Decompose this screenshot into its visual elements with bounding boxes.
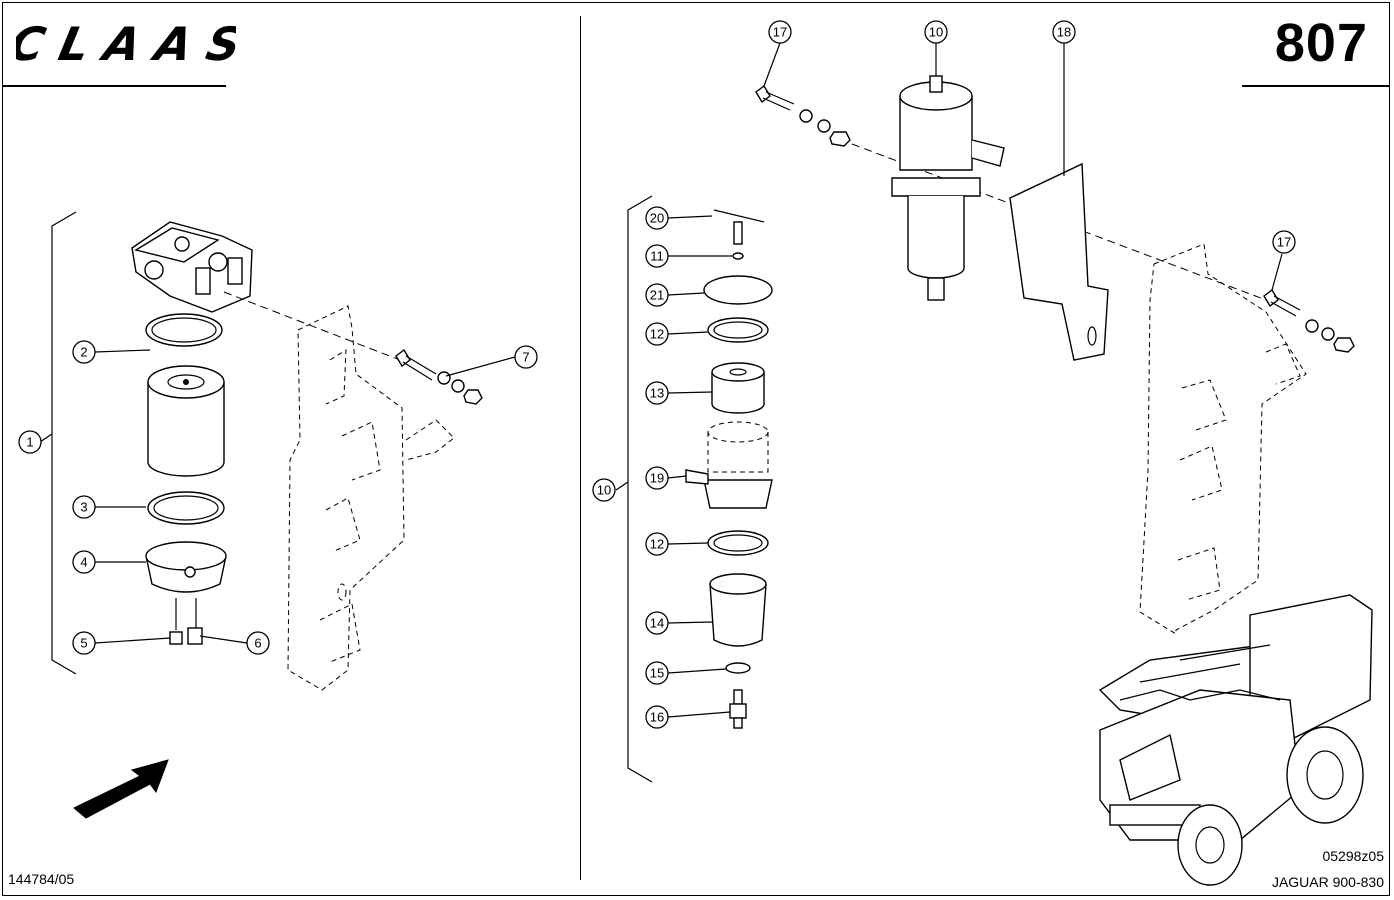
- svg-text:20: 20: [650, 211, 664, 226]
- direction-arrow: [73, 759, 169, 819]
- svg-text:18: 18: [1057, 25, 1071, 40]
- drawing-reference-left: 144784/05: [8, 871, 75, 887]
- callout-5: 5: [72, 631, 171, 655]
- svg-text:17: 17: [773, 25, 787, 40]
- center-divider: [580, 16, 581, 880]
- sheet-number: 807: [1274, 13, 1368, 73]
- filter-element-13: [711, 362, 765, 414]
- callout-18: 18: [1052, 20, 1076, 176]
- drain-plug-6: [187, 627, 203, 645]
- claas-logo: CLAAS: [16, 18, 236, 68]
- bolt-set-17-right: [1263, 288, 1355, 353]
- callout-21: 21: [645, 283, 705, 307]
- callout-14: 14: [645, 611, 713, 635]
- svg-text:12: 12: [650, 327, 664, 342]
- callout-10-group: 10: [592, 478, 616, 502]
- svg-text:4: 4: [80, 555, 87, 570]
- svg-text:21: 21: [650, 288, 664, 303]
- callout-3: 3: [72, 495, 146, 519]
- callout-16: 16: [645, 705, 731, 729]
- svg-text:19: 19: [650, 471, 664, 486]
- group-bracket-10: [627, 195, 653, 783]
- callout-13: 13: [645, 381, 713, 405]
- callout-7: 7: [445, 345, 538, 377]
- drawing-reference-right: 05298z05: [1322, 848, 1384, 864]
- svg-text:16: 16: [650, 710, 664, 725]
- vent-screw-20: [713, 209, 765, 245]
- mounting-bracket-left: [287, 305, 455, 691]
- svg-text:10: 10: [597, 483, 611, 498]
- seal-ring-2: [145, 313, 223, 347]
- fuel-prefilter-top: [891, 75, 1005, 301]
- group-bracket-1: [51, 211, 77, 675]
- svg-text:12: 12: [650, 537, 664, 552]
- callout-1: 1: [18, 430, 42, 454]
- logo-rule: [2, 85, 226, 87]
- seal-ring-3: [147, 491, 225, 525]
- mounting-plate-18: [1009, 162, 1109, 361]
- callout-17-right: 17: [1271, 230, 1296, 291]
- callout-6: 6: [199, 631, 270, 655]
- callout-17-top: 17: [763, 20, 792, 87]
- model-label: JAGUAR 900-830: [1271, 874, 1384, 890]
- o-ring-11: [732, 252, 744, 260]
- svg-text:5: 5: [80, 636, 87, 651]
- svg-text:2: 2: [80, 345, 87, 360]
- cover-disc-21: [703, 275, 773, 305]
- svg-text:17: 17: [1277, 235, 1291, 250]
- filter-cartridge: [147, 365, 225, 477]
- callout-10-top: 10: [924, 20, 948, 76]
- callout-19: 19: [645, 466, 687, 490]
- sheet-number-rule: [1242, 85, 1390, 87]
- water-bowl: [145, 541, 227, 593]
- callout-20: 20: [645, 206, 713, 230]
- callout-2: 2: [72, 340, 151, 364]
- bolt-set-7: [395, 348, 483, 405]
- svg-text:15: 15: [650, 666, 664, 681]
- svg-text:11: 11: [650, 249, 664, 264]
- harvester-illustration: [1098, 594, 1373, 886]
- callout-12-b: 12: [645, 532, 709, 556]
- svg-text:10: 10: [929, 25, 943, 40]
- filter-housing-19: [685, 421, 773, 509]
- bolt-set-17-top: [755, 84, 851, 147]
- drain-plug-5: [169, 631, 183, 645]
- svg-text:3: 3: [80, 500, 87, 515]
- filter-head: [131, 221, 253, 313]
- sediment-bowl-14: [709, 573, 767, 647]
- callout-4: 4: [72, 550, 146, 574]
- svg-text:14: 14: [650, 616, 664, 631]
- svg-text:13: 13: [650, 386, 664, 401]
- svg-text:1: 1: [26, 435, 33, 450]
- callout-11: 11: [645, 244, 732, 268]
- callout-12-a: 12: [645, 322, 709, 346]
- mounting-bracket-right: [1139, 243, 1307, 635]
- callout-15: 15: [645, 661, 727, 685]
- drain-valve-16: [729, 689, 747, 729]
- svg-text:7: 7: [522, 350, 529, 365]
- washer-15: [725, 662, 751, 674]
- svg-text:6: 6: [254, 636, 261, 651]
